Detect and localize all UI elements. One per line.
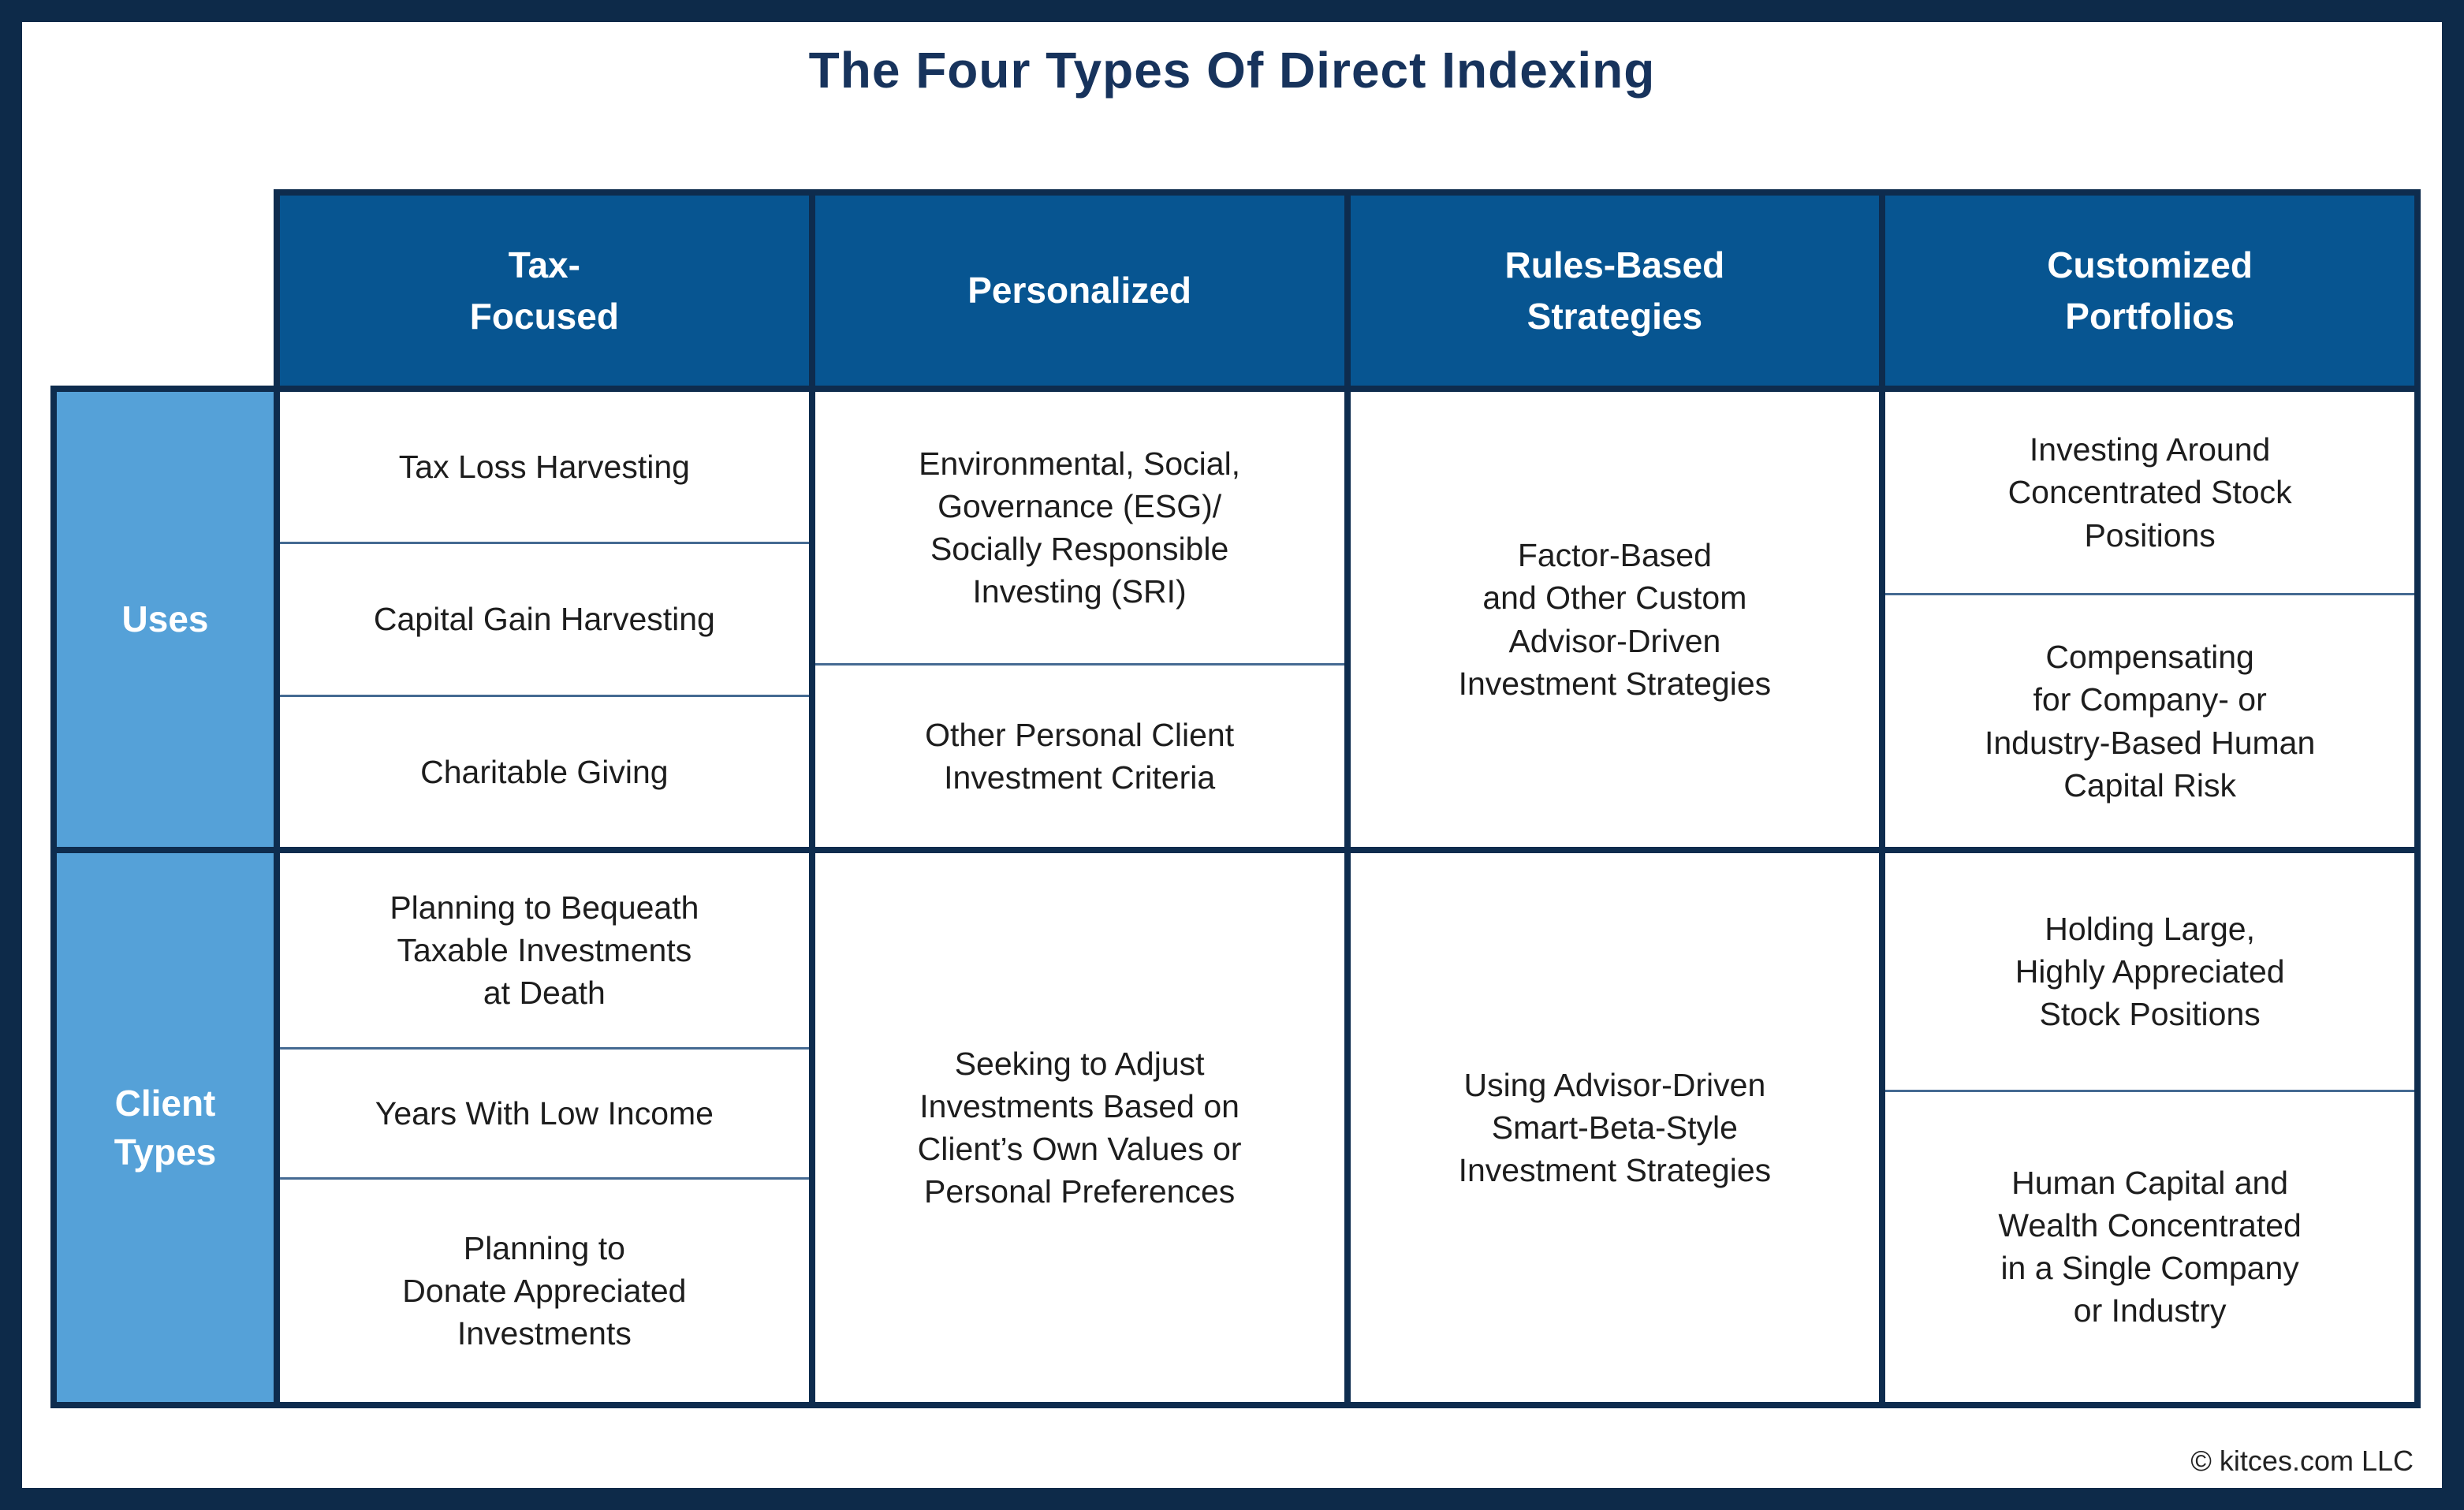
page-title: The Four Types Of Direct Indexing (808, 42, 1656, 99)
cell-using-smart-beta-strategies: Using Advisor-Driven Smart-Beta-Style In… (1458, 1066, 1772, 1189)
column-header-tax-focused: Tax- Focused (280, 196, 809, 386)
cell-human-capital-wealth-concentrated: Human Capital and Wealth Concentrated in… (1885, 1089, 2414, 1402)
section-uses-tax-focused: Tax Loss Harvesting Capital Gain Harvest… (280, 392, 809, 847)
cell-factor-based-strategies: Factor-Based and Other Custom Advisor-Dr… (1458, 537, 1772, 702)
cell-seeking-adjust-values: Seeking to Adjust Investments Based on C… (917, 1045, 1242, 1210)
cell-years-with-low-income: Years With Low Income (280, 1047, 809, 1176)
cell-planning-donate-appreciated: Planning to Donate Appreciated Investmen… (280, 1176, 809, 1403)
direct-indexing-table: Tax- Focused Personalized Rules-Based St… (57, 196, 2414, 1402)
section-uses-personalized: Environmental, Social, Governance (ESG)/… (814, 392, 1344, 847)
section-client-types-customized: Holding Large, Highly Appreciated Stock … (1885, 853, 2414, 1402)
cell-compensating-human-capital-risk: Compensating for Company- or Industry-Ba… (1885, 593, 2414, 847)
cell-tax-loss-harvesting: Tax Loss Harvesting (398, 449, 690, 486)
cell-planning-bequeath-at-death: Planning to Bequeath Taxable Investments… (390, 889, 699, 1012)
cell-investing-around-concentrated-stock: Investing Around Concentrated Stock Posi… (2007, 431, 2292, 554)
row-label-client-types: Client Types (57, 853, 274, 1402)
cell-esg-sri: Environmental, Social, Governance (ESG)/… (919, 445, 1241, 610)
cell-capital-gain-harvesting: Capital Gain Harvesting (280, 542, 809, 694)
column-header-rules-based-strategies: Rules-Based Strategies (1350, 196, 1880, 386)
cell-holding-large-appreciated-stock: Holding Large, Highly Appreciated Stock … (2015, 910, 2285, 1032)
cell-other-personal-client-criteria: Other Personal Client Investment Criteri… (814, 662, 1344, 847)
section-client-types-personalized: Seeking to Adjust Investments Based on C… (814, 853, 1344, 1402)
section-uses-rules-based: Factor-Based and Other Custom Advisor-Dr… (1350, 392, 1880, 847)
column-header-personalized: Personalized (814, 196, 1344, 386)
section-client-types-rules-based: Using Advisor-Driven Smart-Beta-Style In… (1350, 853, 1880, 1402)
table-corner-spacer (57, 196, 274, 386)
cell-charitable-giving: Charitable Giving (280, 694, 809, 847)
section-client-types-tax-focused: Planning to Bequeath Taxable Investments… (280, 853, 809, 1402)
row-label-uses: Uses (57, 392, 274, 847)
column-header-customized-portfolios: Customized Portfolios (1885, 196, 2414, 386)
copyright-notice: © kitces.com LLC (2190, 1445, 2414, 1477)
section-uses-customized: Investing Around Concentrated Stock Posi… (1885, 392, 2414, 847)
